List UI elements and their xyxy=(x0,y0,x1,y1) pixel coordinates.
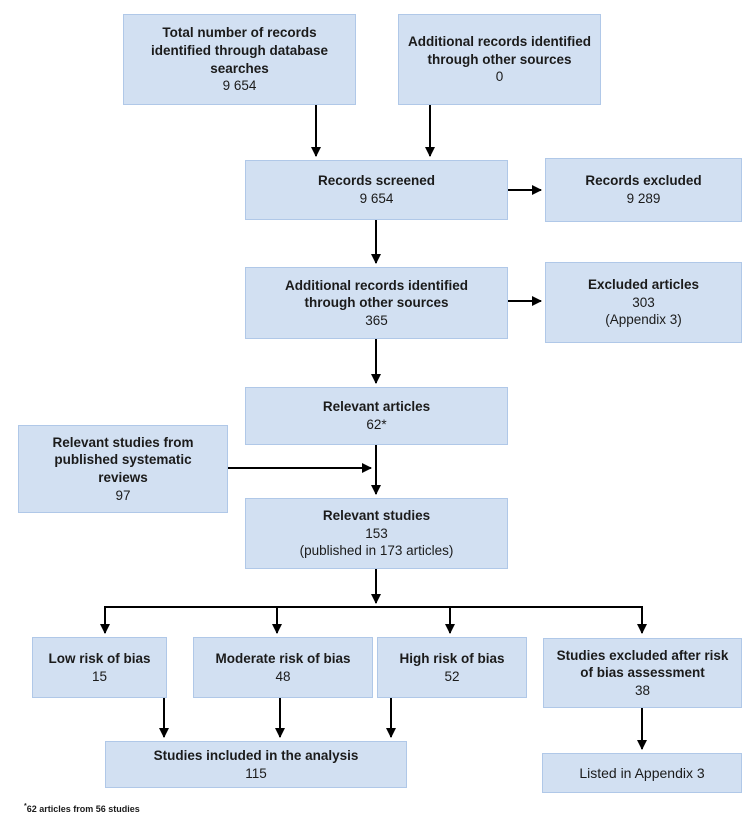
node-other-sources-mid-title: Additional records identified through ot… xyxy=(284,277,468,311)
node-low-risk-value: 15 xyxy=(91,668,108,684)
footnote-text: 62 articles from 56 studies xyxy=(26,804,140,814)
node-systematic-reviews-title: Relevant studies from published systemat… xyxy=(52,434,194,485)
node-low-risk: Low risk of bias 15 xyxy=(32,637,167,698)
footnote: *62 articles from 56 studies xyxy=(24,803,140,814)
footnote-marker: * xyxy=(24,803,27,810)
node-records-excluded-value: 9 289 xyxy=(626,191,661,206)
node-low-risk-title: Low risk of bias xyxy=(48,650,151,666)
node-moderate-risk-title: Moderate risk of bias xyxy=(215,650,351,666)
node-included-analysis-title: Studies included in the analysis xyxy=(153,747,359,763)
node-other-sources-top-value: 0 xyxy=(495,69,504,85)
node-relevant-articles-title: Relevant articles xyxy=(322,399,431,415)
node-db-search: Total number of records identified throu… xyxy=(123,14,356,105)
node-other-sources-top: Additional records identified through ot… xyxy=(398,14,601,105)
node-high-risk: High risk of bias 52 xyxy=(377,637,527,698)
node-other-sources-mid-value: 365 xyxy=(365,312,388,328)
node-listed-appendix: Listed in Appendix 3 xyxy=(542,753,742,793)
node-relevant-studies-value: 153 xyxy=(365,525,388,541)
node-relevant-studies-note: (published in 173 articles) xyxy=(299,543,454,559)
node-records-screened-value: 9 654 xyxy=(359,191,394,206)
node-relevant-articles: Relevant articles 62* xyxy=(245,387,508,445)
node-db-search-title: Total number of records identified throu… xyxy=(150,25,328,76)
node-excluded-articles: Excluded articles 303 (Appendix 3) xyxy=(545,262,742,343)
node-included-analysis: Studies included in the analysis 115 xyxy=(105,741,407,788)
node-db-search-value: 9 654 xyxy=(222,78,257,94)
node-systematic-reviews: Relevant studies from published systemat… xyxy=(18,425,228,513)
node-records-screened: Records screened 9 654 xyxy=(245,160,508,220)
node-excluded-articles-title: Excluded articles xyxy=(587,277,700,293)
node-included-analysis-value: 115 xyxy=(245,765,267,781)
node-moderate-risk: Moderate risk of bias 48 xyxy=(193,637,373,698)
node-high-risk-title: High risk of bias xyxy=(399,650,505,666)
node-excluded-articles-note: (Appendix 3) xyxy=(605,312,682,328)
node-records-excluded-title: Records excluded xyxy=(585,173,702,189)
node-excluded-articles-value: 303 xyxy=(632,294,655,310)
node-other-sources-top-title: Additional records identified through ot… xyxy=(407,34,591,67)
node-relevant-studies-title: Relevant studies xyxy=(322,508,431,524)
node-moderate-risk-value: 48 xyxy=(275,668,291,684)
node-excluded-after-title: Studies excluded after risk of bias asse… xyxy=(556,647,729,681)
node-listed-appendix-title: Listed in Appendix 3 xyxy=(579,764,705,781)
node-other-sources-mid: Additional records identified through ot… xyxy=(245,267,508,339)
node-excluded-after-value: 38 xyxy=(634,682,651,698)
node-systematic-reviews-value: 97 xyxy=(115,487,131,503)
node-relevant-studies: Relevant studies 153 (published in 173 a… xyxy=(245,498,508,569)
node-high-risk-value: 52 xyxy=(444,668,460,684)
node-relevant-articles-value: 62* xyxy=(366,417,387,432)
node-records-excluded: Records excluded 9 289 xyxy=(545,158,742,222)
node-records-screened-title: Records screened xyxy=(317,173,436,189)
node-excluded-after: Studies excluded after risk of bias asse… xyxy=(543,638,742,708)
